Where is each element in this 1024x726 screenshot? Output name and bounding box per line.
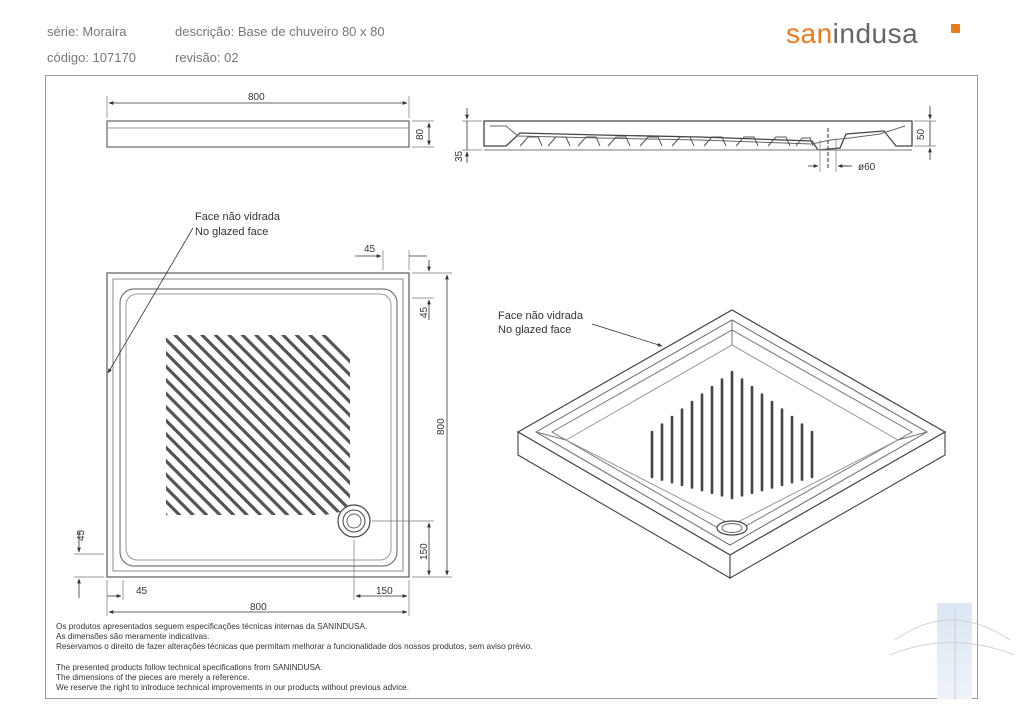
watermark-strip	[937, 603, 972, 699]
iso-face-label-pt: Face não vidrada	[498, 310, 584, 322]
drain-slot	[186, 335, 350, 515]
descricao-label: descrição:	[175, 24, 235, 39]
plan-dimensions	[74, 250, 452, 616]
drain-slot	[281, 335, 350, 515]
drain-slot	[240, 335, 350, 515]
logo-part-san: san	[786, 18, 833, 49]
plan-view	[106, 272, 410, 578]
drain-slot	[267, 335, 350, 515]
serie-field: série: Moraira	[47, 24, 127, 39]
dim-plan-width: 800	[250, 602, 267, 613]
notes-en: The presented products follow technical …	[56, 663, 409, 693]
drain-slot	[166, 335, 303, 515]
drain-slot	[166, 335, 276, 515]
note-en-3: We reserve the right to introduce techni…	[56, 683, 409, 692]
note-pt-2: As dimensões são meramente indicativas.	[56, 632, 210, 641]
watermark-sketch-icon	[889, 610, 1016, 700]
drain-slots	[166, 335, 350, 515]
drawing-frame	[45, 75, 978, 699]
drain-slot	[166, 335, 263, 515]
note-pt-3: Reservamos o direito de fazer alterações…	[56, 642, 533, 651]
revisao-value: 02	[224, 50, 239, 65]
logo-part-indusa: indusa	[832, 18, 919, 49]
drain-slot	[166, 335, 317, 515]
drain-slot	[308, 335, 350, 515]
dim-side-width: 800	[248, 92, 265, 103]
codigo-field: código: 107170	[47, 50, 136, 65]
dim-side-height: 80	[415, 128, 426, 140]
iso-drain-slots	[650, 370, 814, 500]
plan-face-label-pt: Face não vidrada	[195, 211, 281, 223]
drain-slot	[166, 335, 290, 515]
revisao-field: revisão: 02	[175, 50, 239, 65]
drain-slot	[294, 335, 350, 515]
notes-pt: Os produtos apresentados seguem especifi…	[56, 622, 532, 652]
dim-drain-diameter: ø60	[858, 162, 876, 173]
note-pt-1: Os produtos apresentados seguem especifi…	[56, 622, 368, 631]
plan-face-label-en: No glazed face	[195, 226, 268, 238]
dim-plan-rim-right: 45	[419, 306, 430, 318]
dim-section-rim: 50	[916, 128, 927, 140]
note-en-1: The presented products follow technical …	[56, 663, 323, 672]
brand-logo: sanindusa	[786, 18, 918, 50]
dim-plan-rim-bottom: 45	[136, 586, 148, 597]
dim-plan-drain-y: 150	[419, 543, 430, 560]
drain-slot	[166, 335, 209, 515]
dim-plan-height: 800	[436, 418, 447, 435]
drain-slot	[227, 335, 350, 515]
note-en-2: The dimensions of the pieces are merely …	[56, 673, 250, 682]
drain-slot	[166, 335, 222, 515]
drain-slot	[254, 335, 350, 515]
isometric-view	[516, 309, 947, 579]
drain-slot	[166, 335, 330, 515]
revisao-label: revisão:	[175, 50, 221, 65]
codigo-label: código:	[47, 50, 89, 65]
serie-value: Moraira	[82, 24, 127, 39]
iso-face-label-en: No glazed face	[498, 324, 571, 336]
dim-plan-drain-x: 150	[376, 586, 393, 597]
dim-plan-rim-top: 45	[364, 244, 376, 255]
drain-slot	[166, 335, 249, 515]
dim-section-height: 35	[454, 150, 465, 162]
side-elevation	[106, 96, 434, 148]
descricao-value: Base de chuveiro 80 x 80	[237, 24, 385, 39]
drain-slot	[200, 335, 350, 515]
codigo-value: 107170	[92, 50, 136, 65]
drain-slot	[213, 335, 350, 515]
dim-plan-rim-left: 45	[76, 529, 87, 541]
drain-slot	[166, 335, 236, 515]
serie-label: série:	[47, 24, 79, 39]
descricao-field: descrição: Base de chuveiro 80 x 80	[175, 24, 385, 39]
logo-mark-icon	[951, 24, 960, 33]
iso-leader-line	[591, 323, 663, 347]
cross-section	[462, 106, 936, 172]
drain-slot	[173, 335, 350, 515]
drain-slot	[166, 335, 344, 515]
plan-leader-line	[107, 227, 194, 374]
